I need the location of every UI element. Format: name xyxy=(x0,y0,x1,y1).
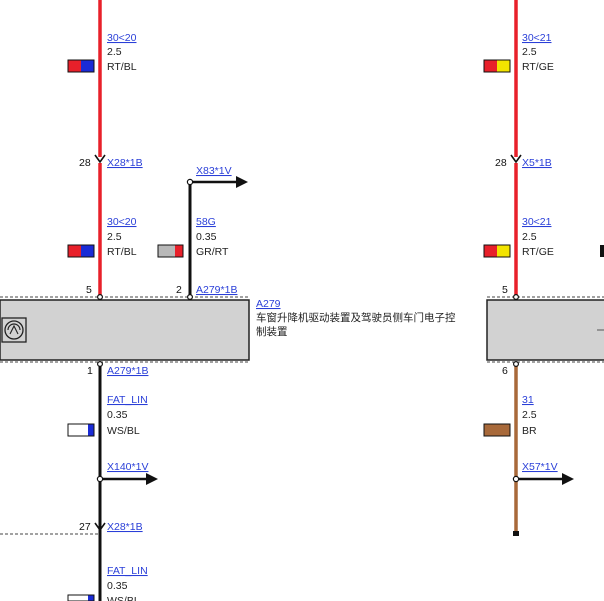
color-fat-lin-2: WS/BL xyxy=(107,595,140,601)
circuit-left-mid[interactable]: 30<20 xyxy=(107,216,137,228)
connector-x28[interactable]: X28*1B xyxy=(107,157,143,169)
pin-a279-5-left: 5 xyxy=(86,284,92,296)
color-31: BR xyxy=(522,425,537,437)
arrow-x83-icon xyxy=(236,176,248,188)
arrow-x57-icon xyxy=(562,473,574,485)
circuit-31[interactable]: 31 xyxy=(522,394,534,406)
node-pin1 xyxy=(96,361,103,368)
module-id[interactable]: A279 xyxy=(256,298,281,310)
circuit-58g[interactable]: 58G xyxy=(196,216,216,228)
color-right-mid: RT/GE xyxy=(522,246,554,258)
node-x57 xyxy=(512,475,520,483)
node-pin2 xyxy=(187,294,194,301)
chevron-x28-bottom-icon xyxy=(94,522,106,532)
pin-a279-2: 2 xyxy=(176,284,182,296)
swatch-rt-bl-top xyxy=(67,59,95,73)
gauge-31: 2.5 xyxy=(522,409,537,421)
connector-a279-top[interactable]: A279*1B xyxy=(196,284,237,296)
circuit-left-top[interactable]: 30<20 xyxy=(107,32,137,44)
pin-a279-1: 1 xyxy=(87,365,93,377)
color-right-top: RT/GE xyxy=(522,61,554,73)
connector-chevron-icons xyxy=(94,154,522,532)
wire-31-end-cap xyxy=(513,531,519,536)
color-fat-lin-1: WS/BL xyxy=(107,425,140,437)
gauge-fat-lin-2: 0.35 xyxy=(107,580,128,592)
connector-x57[interactable]: X57*1V xyxy=(522,461,558,473)
gauge-58g: 0.35 xyxy=(196,231,217,243)
pin-right-6: 6 xyxy=(502,365,508,377)
pin-x5: 28 xyxy=(495,157,507,169)
pin-a279-5-right: 5 xyxy=(502,284,508,296)
connector-x28-bottom[interactable]: X28*1B xyxy=(107,521,143,533)
pin-x28-bottom: 27 xyxy=(79,521,91,533)
gauge-left-top: 2.5 xyxy=(107,46,122,58)
connector-x140[interactable]: X140*1V xyxy=(107,461,148,473)
circuit-right-top[interactable]: 30<21 xyxy=(522,32,552,44)
node-pin6 xyxy=(512,361,519,368)
swatch-rt-ge-mid xyxy=(483,244,511,258)
node-pin5-left xyxy=(96,294,103,301)
node-x83 xyxy=(186,178,194,186)
connector-x83[interactable]: X83*1V xyxy=(196,165,232,177)
motor-icon xyxy=(1,317,27,343)
swatch-ws-bl-2 xyxy=(67,594,95,601)
gauge-left-mid: 2.5 xyxy=(107,231,122,243)
color-left-top: RT/BL xyxy=(107,61,137,73)
swatch-rt-ge-top xyxy=(483,59,511,73)
gauge-right-mid: 2.5 xyxy=(522,231,537,243)
chevron-x28-icon xyxy=(94,154,106,164)
connector-a279-bottom[interactable]: A279*1B xyxy=(107,365,148,377)
node-x140 xyxy=(96,475,104,483)
arrow-x140-icon xyxy=(146,473,158,485)
module-right-box[interactable] xyxy=(486,299,604,361)
node-pin5-right xyxy=(512,294,519,301)
swatch-gr-rt xyxy=(157,244,184,258)
module-description-1: 车窗升降机驱动装置及驾驶员侧车门电子控 xyxy=(256,311,456,324)
color-58g: GR/RT xyxy=(196,246,229,258)
connector-x5[interactable]: X5*1B xyxy=(522,157,552,169)
module-description-2: 制装置 xyxy=(256,325,288,338)
swatch-br xyxy=(483,423,511,437)
circuit-right-mid[interactable]: 30<21 xyxy=(522,216,552,228)
gauge-right-top: 2.5 xyxy=(522,46,537,58)
circuit-fat-lin-1[interactable]: FAT_LIN xyxy=(107,394,148,406)
swatch-partial-right-edge xyxy=(600,245,604,257)
circuit-fat-lin-2[interactable]: FAT_LIN xyxy=(107,565,148,577)
color-left-mid: RT/BL xyxy=(107,246,137,258)
swatch-ws-bl-1 xyxy=(67,423,95,437)
connector-nodes xyxy=(96,178,520,483)
module-a279-box[interactable] xyxy=(0,299,250,361)
gauge-fat-lin-1: 0.35 xyxy=(107,409,128,421)
swatch-rt-bl-mid xyxy=(67,244,95,258)
chevron-x5-icon xyxy=(510,154,522,164)
pin-x28: 28 xyxy=(79,157,91,169)
